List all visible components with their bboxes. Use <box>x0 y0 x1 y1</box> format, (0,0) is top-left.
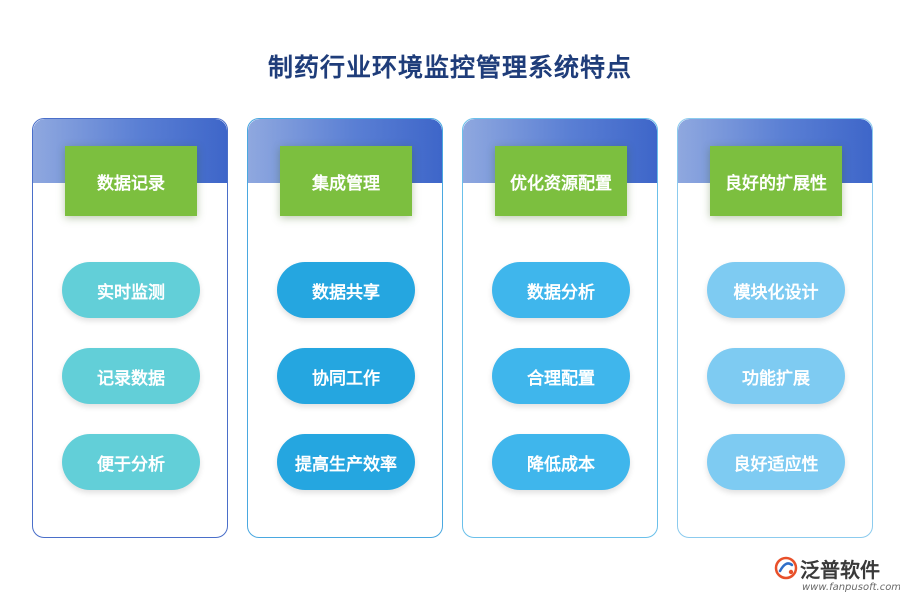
feature-pill: 合理配置 <box>492 348 630 404</box>
feature-pill: 数据分析 <box>492 262 630 318</box>
card-header-label: 优化资源配置 <box>495 146 627 216</box>
brand-watermark: 泛普软件 www.fanpusoft.com <box>774 552 900 596</box>
feature-pill: 良好适应性 <box>707 434 845 490</box>
card-header-label: 数据记录 <box>65 146 197 216</box>
feature-card-4: 良好的扩展性 模块化设计 功能扩展 良好适应性 <box>677 118 873 538</box>
feature-card-2: 集成管理 数据共享 协同工作 提高生产效率 <box>247 118 443 538</box>
feature-pill: 实时监测 <box>62 262 200 318</box>
feature-pill: 功能扩展 <box>707 348 845 404</box>
card-header-label: 集成管理 <box>280 146 412 216</box>
feature-pill: 降低成本 <box>492 434 630 490</box>
fanpu-logo-icon <box>774 556 798 580</box>
brand-name: 泛普软件 <box>800 558 880 582</box>
feature-pill: 便于分析 <box>62 434 200 490</box>
feature-pill: 模块化设计 <box>707 262 845 318</box>
feature-pill: 协同工作 <box>277 348 415 404</box>
feature-pill: 数据共享 <box>277 262 415 318</box>
feature-card-3: 优化资源配置 数据分析 合理配置 降低成本 <box>462 118 658 538</box>
feature-card-1: 数据记录 实时监测 记录数据 便于分析 <box>32 118 228 538</box>
card-header-label: 良好的扩展性 <box>710 146 842 216</box>
feature-pill: 记录数据 <box>62 348 200 404</box>
page-title: 制药行业环境监控管理系统特点 <box>267 53 632 82</box>
feature-pill: 提高生产效率 <box>277 434 415 490</box>
brand-url: www.fanpusoft.com <box>802 582 900 593</box>
